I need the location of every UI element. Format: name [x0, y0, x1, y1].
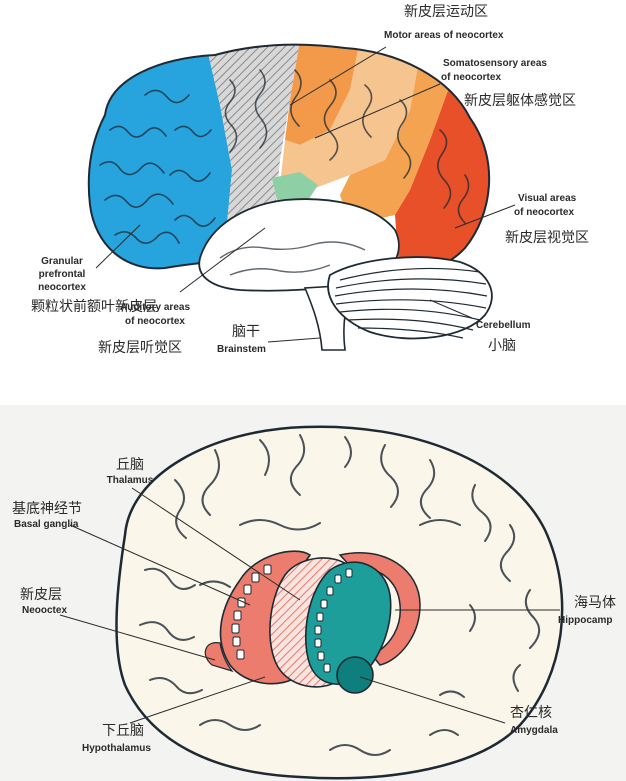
thalamus-label-en: Thalamus	[100, 475, 160, 487]
amygdala-shape	[337, 657, 373, 693]
visual-label-en-2: of neocortex	[514, 207, 574, 219]
motor-label-zh: 新皮层运动区	[391, 4, 501, 20]
basal-ganglia-label-en: Basal ganglia	[14, 519, 78, 531]
auditory-label-en-1: Auditory areas	[112, 302, 198, 314]
internal-brain-diagram: 丘脑 Thalamus 基底神经节 Basal ganglia 新皮层 Neoo…	[0, 405, 626, 781]
auditory-label-zh: 新皮层听觉区	[98, 340, 182, 356]
somatosensory-label-en-1: Somatosensory areas	[443, 58, 547, 70]
hypothalamus-label-zh: 下丘脑	[88, 723, 158, 739]
amygdala-label-en: Amygdala	[510, 725, 558, 737]
cerebellum-label-zh: 小脑	[488, 338, 516, 354]
hypothalamus-label-en: Hypothalamus	[82, 743, 151, 755]
thalamus-label-zh: 丘脑	[100, 457, 160, 473]
amygdala-label-zh: 杏仁核	[510, 705, 552, 721]
somatosensory-label-en-2: of neocortex	[441, 72, 501, 84]
prefrontal-label-en-1: Granular	[38, 256, 86, 268]
visual-label-en-1: Visual areas	[518, 193, 576, 205]
brainstem-label-zh: 脑干	[222, 324, 270, 340]
basal-ganglia-label-zh: 基底神经节	[12, 501, 82, 517]
neocortex-label-en: Neooctex	[22, 605, 67, 617]
hippocampus-label-en: Hippocamp	[558, 615, 612, 627]
neocortex-label-zh: 新皮层	[20, 587, 62, 603]
auditory-label-en-2: of neocortex	[112, 316, 198, 328]
lateral-brain-diagram: 新皮层运动区 Motor areas of neocortex Somatose…	[0, 0, 626, 392]
hippocampus-label-zh: 海马体	[574, 595, 616, 611]
panel-separator	[0, 392, 626, 405]
cerebellum-label-en: Cerebellum	[476, 320, 530, 332]
prefrontal-label-en-3: neocortex	[38, 282, 86, 294]
motor-label-en: Motor areas of neocortex	[384, 30, 503, 42]
cerebellum-shape	[328, 257, 492, 338]
prefrontal-label-en-2: prefrontal	[38, 269, 86, 281]
brainstem-label-en: Brainstem	[217, 344, 266, 356]
somatosensory-label-zh: 新皮层躯体感觉区	[464, 93, 576, 109]
visual-label-zh: 新皮层视觉区	[505, 230, 589, 246]
